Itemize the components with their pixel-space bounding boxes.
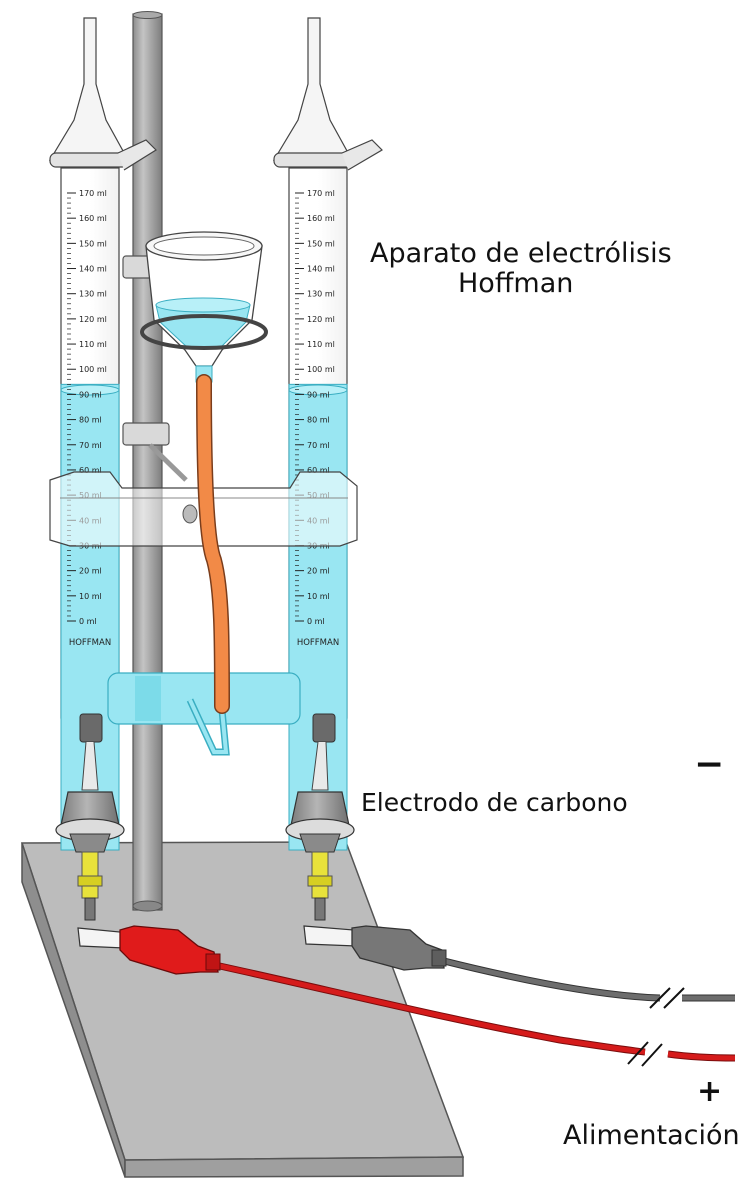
right-tick-label-60: 60 ml: [307, 466, 330, 475]
right-tick-label-10: 10 ml: [307, 592, 330, 601]
positive-wire: [214, 961, 736, 1067]
left-tick-label-110: 110 ml: [79, 340, 107, 349]
left-tick-label-160: 160 ml: [79, 214, 107, 223]
right-tick-label-120: 120 ml: [307, 315, 335, 324]
negative-clip: [303, 925, 447, 971]
left-tick-label-120: 120 ml: [79, 315, 107, 324]
apparatus-title-line2: Hoffman: [458, 268, 574, 299]
right-tick-label-150: 150 ml: [307, 239, 335, 248]
left-tick-label-150: 150 ml: [79, 239, 107, 248]
left-tick-label-80: 80 ml: [79, 416, 102, 425]
burette-right-brand: HOFFMAN: [297, 638, 339, 648]
right-tick-label-140: 140 ml: [307, 265, 335, 274]
left-tick-label-130: 130 ml: [79, 290, 107, 299]
connecting-tube: [107, 672, 301, 756]
apparatus-title-line1: Aparato de electrólisis: [370, 238, 672, 269]
stand-rod: [132, 11, 163, 912]
burette-left-brand: HOFFMAN: [69, 638, 111, 648]
left-tick-label-70: 70 ml: [79, 441, 102, 450]
left-tick-label-90: 90 ml: [79, 390, 102, 399]
right-tick-label-130: 130 ml: [307, 290, 335, 299]
power-supply-label: Alimentación: [563, 1120, 740, 1151]
electrode-left: [55, 713, 125, 921]
electrode-right: [285, 713, 355, 921]
left-tick-label-140: 140 ml: [79, 265, 107, 274]
positive-clip: [77, 925, 221, 975]
right-tick-label-90: 90 ml: [307, 390, 330, 399]
rubber-tube: [196, 374, 230, 714]
right-tick-label-0: 0 ml: [307, 617, 325, 626]
electrode-label: Electrodo de carbono: [361, 788, 628, 817]
negative-wire: [439, 956, 735, 1009]
negative-terminal-sign: −: [694, 744, 725, 785]
right-tick-label-20: 20 ml: [307, 567, 330, 576]
left-tick-label-20: 20 ml: [79, 567, 102, 576]
base-plate: [20, 841, 465, 1178]
left-tick-label-60: 60 ml: [79, 466, 102, 475]
positive-terminal-sign: +: [697, 1074, 723, 1109]
left-tick-label-0: 0 ml: [79, 617, 97, 626]
left-tick-label-170: 170 ml: [79, 189, 107, 198]
right-tick-label-160: 160 ml: [307, 214, 335, 223]
right-tick-label-70: 70 ml: [307, 441, 330, 450]
right-tick-label-110: 110 ml: [307, 340, 335, 349]
right-tick-label-170: 170 ml: [307, 189, 335, 198]
left-tick-label-100: 100 ml: [79, 365, 107, 374]
right-tick-label-100: 100 ml: [307, 365, 335, 374]
right-tick-label-80: 80 ml: [307, 416, 330, 425]
left-tick-label-10: 10 ml: [79, 592, 102, 601]
leveling-reservoir: [140, 231, 268, 383]
